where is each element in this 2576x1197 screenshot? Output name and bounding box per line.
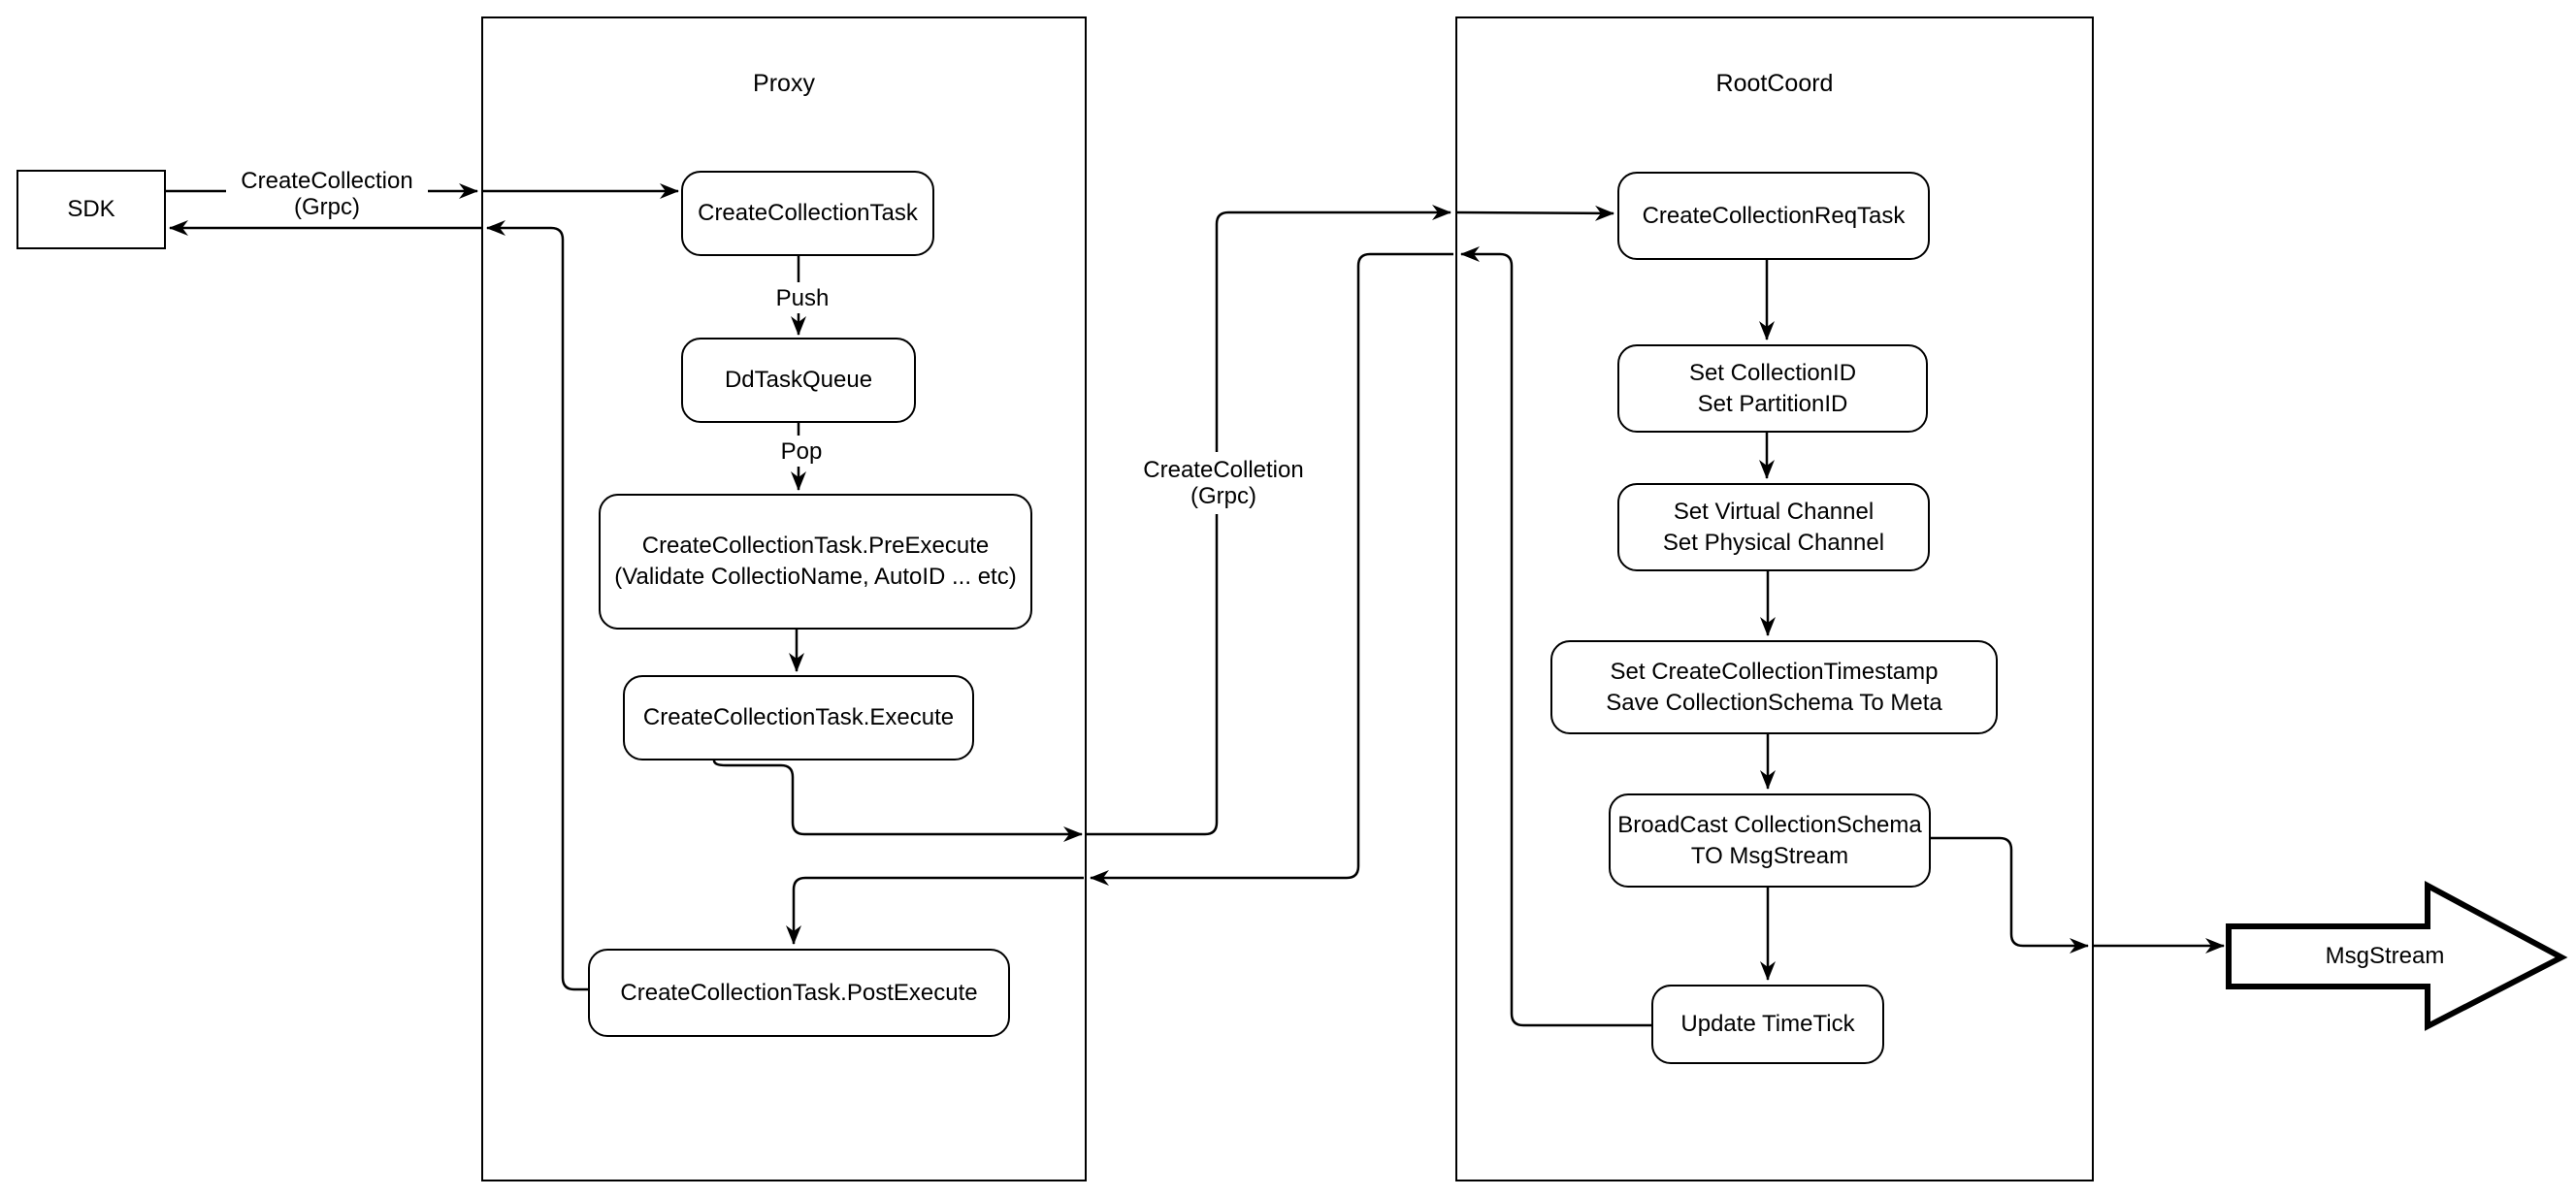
- node-set-timestamp-label: Set CreateCollectionTimestamp Save Colle…: [1606, 658, 1942, 716]
- node-set-collection-id-label: Set CollectionID Set PartitionID: [1688, 359, 1857, 417]
- node-sdk-label: SDK: [67, 196, 115, 222]
- node-execute: CreateCollectionTask.Execute: [623, 675, 974, 760]
- edge-execute-to-proxy-border: [712, 760, 1083, 842]
- node-set-timestamp: Set CreateCollectionTimestamp Save Colle…: [1550, 640, 1998, 734]
- edge-gap-up-to-rootcoord-border: [1087, 205, 1451, 836]
- node-set-virtual-channel: Set Virtual Channel Set Physical Channel: [1617, 483, 1930, 571]
- node-create-collection-task: CreateCollectionTask: [681, 171, 934, 256]
- edge-label-grpc-internal: CreateColletion (Grpc): [1123, 452, 1324, 514]
- node-set-virtual-channel-label: Set Virtual Channel Set Physical Channel: [1662, 498, 1885, 556]
- node-preexecute: CreateCollectionTask.PreExecute (Validat…: [599, 494, 1032, 630]
- edge-label-push: Push: [750, 282, 855, 313]
- edge-proxy-border-to-postexecute: [786, 876, 1084, 945]
- edge-rootcoord-border-to-reqtask: [1454, 205, 1614, 221]
- node-dd-task-queue: DdTaskQueue: [681, 338, 916, 423]
- node-create-collection-req-task: CreateCollectionReqTask: [1617, 172, 1930, 260]
- node-dd-task-queue-label: DdTaskQueue: [724, 367, 873, 393]
- container-proxy-title: Proxy: [753, 70, 815, 97]
- msgstream-label: MsgStream: [2325, 943, 2445, 969]
- node-postexecute: CreateCollectionTask.PostExecute: [588, 949, 1010, 1037]
- node-postexecute-label: CreateCollectionTask.PostExecute: [620, 979, 978, 1006]
- node-execute-label: CreateCollectionTask.Execute: [642, 704, 955, 730]
- edge-gap-down-to-proxy-border: [1090, 252, 1453, 886]
- node-create-collection-req-task-label: CreateCollectionReqTask: [1642, 202, 1906, 229]
- node-broadcast-label: BroadCast CollectionSchema TO MsgStream: [1617, 811, 1922, 869]
- node-broadcast: BroadCast CollectionSchema TO MsgStream: [1609, 793, 1931, 888]
- edge-broadcast-to-rootcoord-border: [1931, 836, 2089, 954]
- node-preexecute-label: CreateCollectionTask.PreExecute (Validat…: [614, 533, 1017, 590]
- container-proxy: Proxy: [481, 16, 1087, 1181]
- msgstream-arrow-shape: [2226, 880, 2568, 1031]
- container-rootcoord-title: RootCoord: [1715, 70, 1834, 97]
- container-rootcoord: RootCoord: [1455, 16, 2094, 1181]
- node-set-collection-id: Set CollectionID Set PartitionID: [1617, 344, 1928, 433]
- edge-label-pop: Pop: [749, 436, 854, 467]
- node-update-timetick: Update TimeTick: [1651, 985, 1884, 1064]
- edge-label-grpc-request: CreateCollection (Grpc): [226, 163, 428, 225]
- node-create-collection-task-label: CreateCollectionTask: [698, 200, 918, 226]
- edge-postexecute-up-to-proxy-border: [486, 220, 588, 991]
- node-update-timetick-label: Update TimeTick: [1680, 1011, 1855, 1037]
- edge-updatetimetick-to-rootcoord-border: [1460, 246, 1651, 1027]
- node-sdk: SDK: [16, 170, 166, 249]
